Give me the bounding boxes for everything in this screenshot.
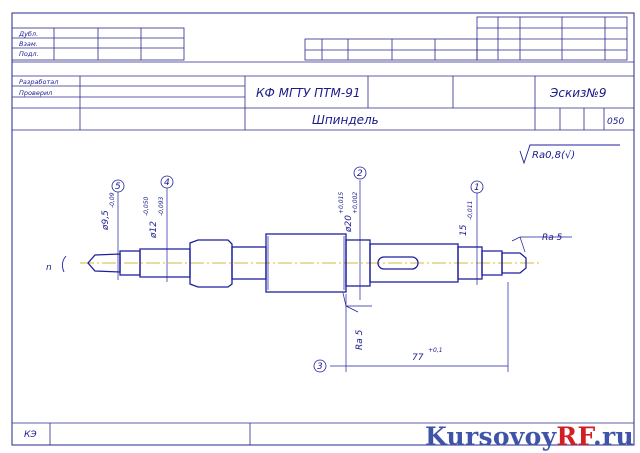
shaft-collar bbox=[189, 239, 233, 288]
sheet-title: Эскиз№9 bbox=[549, 86, 607, 100]
dim-d2-label: ø20 bbox=[344, 215, 354, 233]
callout-3-label: 3 bbox=[317, 362, 323, 372]
top-right-grid bbox=[304, 16, 628, 61]
signature-label-podl: Подл. bbox=[19, 50, 39, 58]
organization-name: КФ МГТУ ПТМ-91 bbox=[256, 86, 360, 100]
watermark-part-rf: RF bbox=[556, 422, 594, 451]
dim-d1-tolerance: -0,011 bbox=[467, 201, 474, 220]
operation-title: Шпиндель bbox=[312, 113, 379, 127]
dim-ra-mid-label: Ra 5 bbox=[355, 329, 365, 350]
dim-d5-label: ø9,5 bbox=[101, 210, 111, 231]
callout-4-label: 4 bbox=[164, 178, 170, 188]
general-roughness-label: Ra0,8(√) bbox=[532, 150, 575, 161]
watermark-part-kursovoy: Kursovoy bbox=[425, 422, 557, 451]
signature-label-vzam: Взам. bbox=[19, 40, 38, 48]
footer-code: КЭ bbox=[24, 430, 37, 440]
dim-length-tolerance: +0,1 bbox=[428, 347, 443, 354]
watermark-part-ru: .ru bbox=[593, 422, 634, 451]
operation-code: 050 bbox=[607, 117, 624, 127]
callout-4: 4 bbox=[160, 175, 174, 189]
role-label-checker: Проверил bbox=[19, 89, 52, 97]
callout-2-label: 2 bbox=[357, 169, 363, 179]
callout-3: 3 bbox=[313, 359, 327, 373]
footer-block bbox=[12, 422, 634, 445]
signature-block bbox=[11, 27, 185, 61]
watermark-logo: KursovoyRF.ru bbox=[425, 422, 634, 451]
spindle-part bbox=[80, 233, 540, 293]
general-roughness-mark: Ra0,8(√) bbox=[519, 144, 620, 165]
dim-d4-tol-lower: -0,093 bbox=[158, 196, 165, 216]
dim-d1-label: 15 bbox=[459, 224, 469, 236]
callout-5: 5 bbox=[111, 179, 125, 193]
dim-length-label: 77 bbox=[412, 353, 424, 363]
callout-5-label: 5 bbox=[115, 182, 121, 192]
dim-d4-tol-upper: -0,050 bbox=[143, 196, 150, 216]
role-label-developer: Разработал bbox=[19, 78, 58, 86]
dimension-lines bbox=[117, 180, 572, 372]
callout-1: 1 bbox=[470, 180, 484, 194]
signature-label-dubl: Дубл. bbox=[18, 30, 38, 38]
callout-1-label: 1 bbox=[474, 183, 480, 193]
dim-d2-tol-lower: +0,002 bbox=[352, 192, 359, 214]
dim-ra-top-label: Ra 5 bbox=[542, 233, 563, 243]
shaft-end-tip bbox=[501, 252, 527, 274]
rotation-arrow-icon bbox=[61, 255, 67, 273]
dim-d5-tolerance: -0,09 bbox=[109, 192, 116, 208]
shaft-end-section bbox=[481, 250, 503, 276]
dim-d2-tol-upper: +0,015 bbox=[338, 192, 345, 214]
callout-2: 2 bbox=[353, 166, 367, 180]
sheet-frame bbox=[11, 12, 635, 446]
dim-d4-label: ø12 bbox=[149, 221, 159, 239]
shaft-keyway bbox=[377, 256, 419, 270]
title-block-grid bbox=[12, 61, 634, 131]
rotation-label: n bbox=[46, 263, 52, 273]
